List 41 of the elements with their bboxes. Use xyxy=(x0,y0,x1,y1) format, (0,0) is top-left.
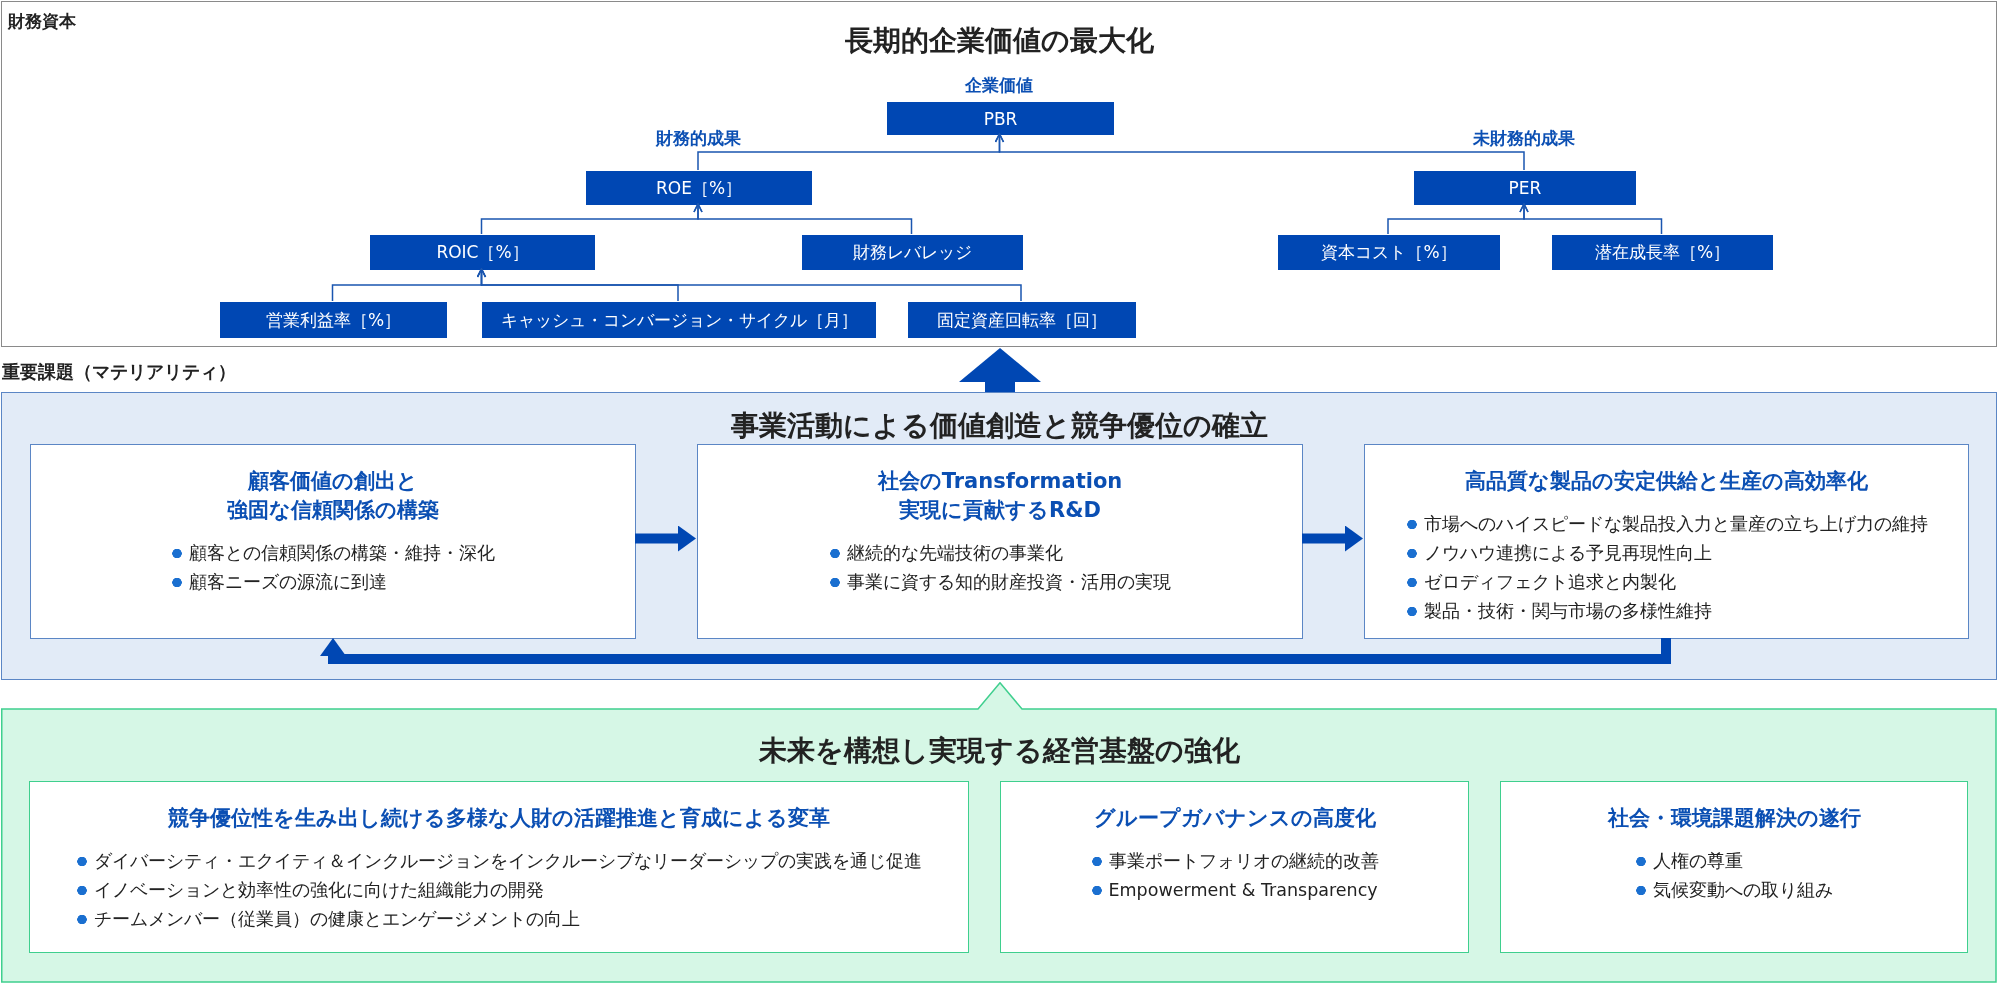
metric-box: 財務レバレッジ xyxy=(802,235,1023,270)
theme-card xyxy=(697,444,1303,639)
card-heading: 競争優位性を生み出し続ける多様な人財の活躍推進と育成による変革 xyxy=(168,805,830,832)
metric-label: 未財務的成果 xyxy=(1473,127,1575,150)
metric-box: ROIC［%］ xyxy=(370,235,595,270)
metric-box: ROE［%］ xyxy=(586,171,812,205)
arrow xyxy=(994,133,1525,171)
card-heading: 社会のTransformation実現に貢献するR&D xyxy=(877,468,1123,524)
panel-title: 長期的企業価値の最大化 xyxy=(843,23,1155,59)
materiality-panel xyxy=(1,392,1997,680)
section-label: 重要課題（マテリアリティ） xyxy=(2,360,236,384)
section-label: 財務資本 xyxy=(8,10,76,33)
arrow xyxy=(476,268,1022,302)
metric-box: 資本コスト［%］ xyxy=(1278,235,1500,270)
metric-box: キャッシュ・コンバージョン・サイクル［月］ xyxy=(482,302,876,338)
panel-title: 事業活動による価値創造と競争優位の確立 xyxy=(729,408,1269,444)
arrow xyxy=(1519,203,1663,235)
theme-card xyxy=(1000,781,1469,953)
arrow xyxy=(959,348,1041,392)
arrow xyxy=(693,203,913,235)
arrow xyxy=(635,525,696,552)
metric-label: 財務的成果 xyxy=(655,127,741,150)
section-panel xyxy=(1,682,1997,983)
card-heading: 高品質な製品の安定供給と生産の高効率化 xyxy=(1465,468,1868,495)
metric-box: PER xyxy=(1414,171,1636,205)
metric-box: 営業利益率［%］ xyxy=(220,302,447,338)
panel-title: 未来を構想し実現する経営基盤の強化 xyxy=(757,733,1241,769)
metric-box: PBR xyxy=(887,102,1114,135)
metric-box: 固定資産回転率［回］ xyxy=(908,302,1136,338)
theme-card xyxy=(29,781,969,953)
card-heading: グループガバナンスの高度化 xyxy=(1093,805,1376,832)
card-heading: 顧客価値の創出と強固な信頼関係の構築 xyxy=(227,468,439,524)
theme-card xyxy=(1500,781,1968,953)
metric-label: 企業価値 xyxy=(965,74,1033,97)
theme-card xyxy=(1364,444,1969,639)
arrow xyxy=(320,638,1671,664)
arrow xyxy=(1302,525,1363,552)
card-heading: 社会・環境課題解決の遂行 xyxy=(1607,805,1861,832)
section-panel xyxy=(1,1,1997,347)
metric-box: 潜在成長率［%］ xyxy=(1552,235,1773,270)
theme-card xyxy=(30,444,636,639)
